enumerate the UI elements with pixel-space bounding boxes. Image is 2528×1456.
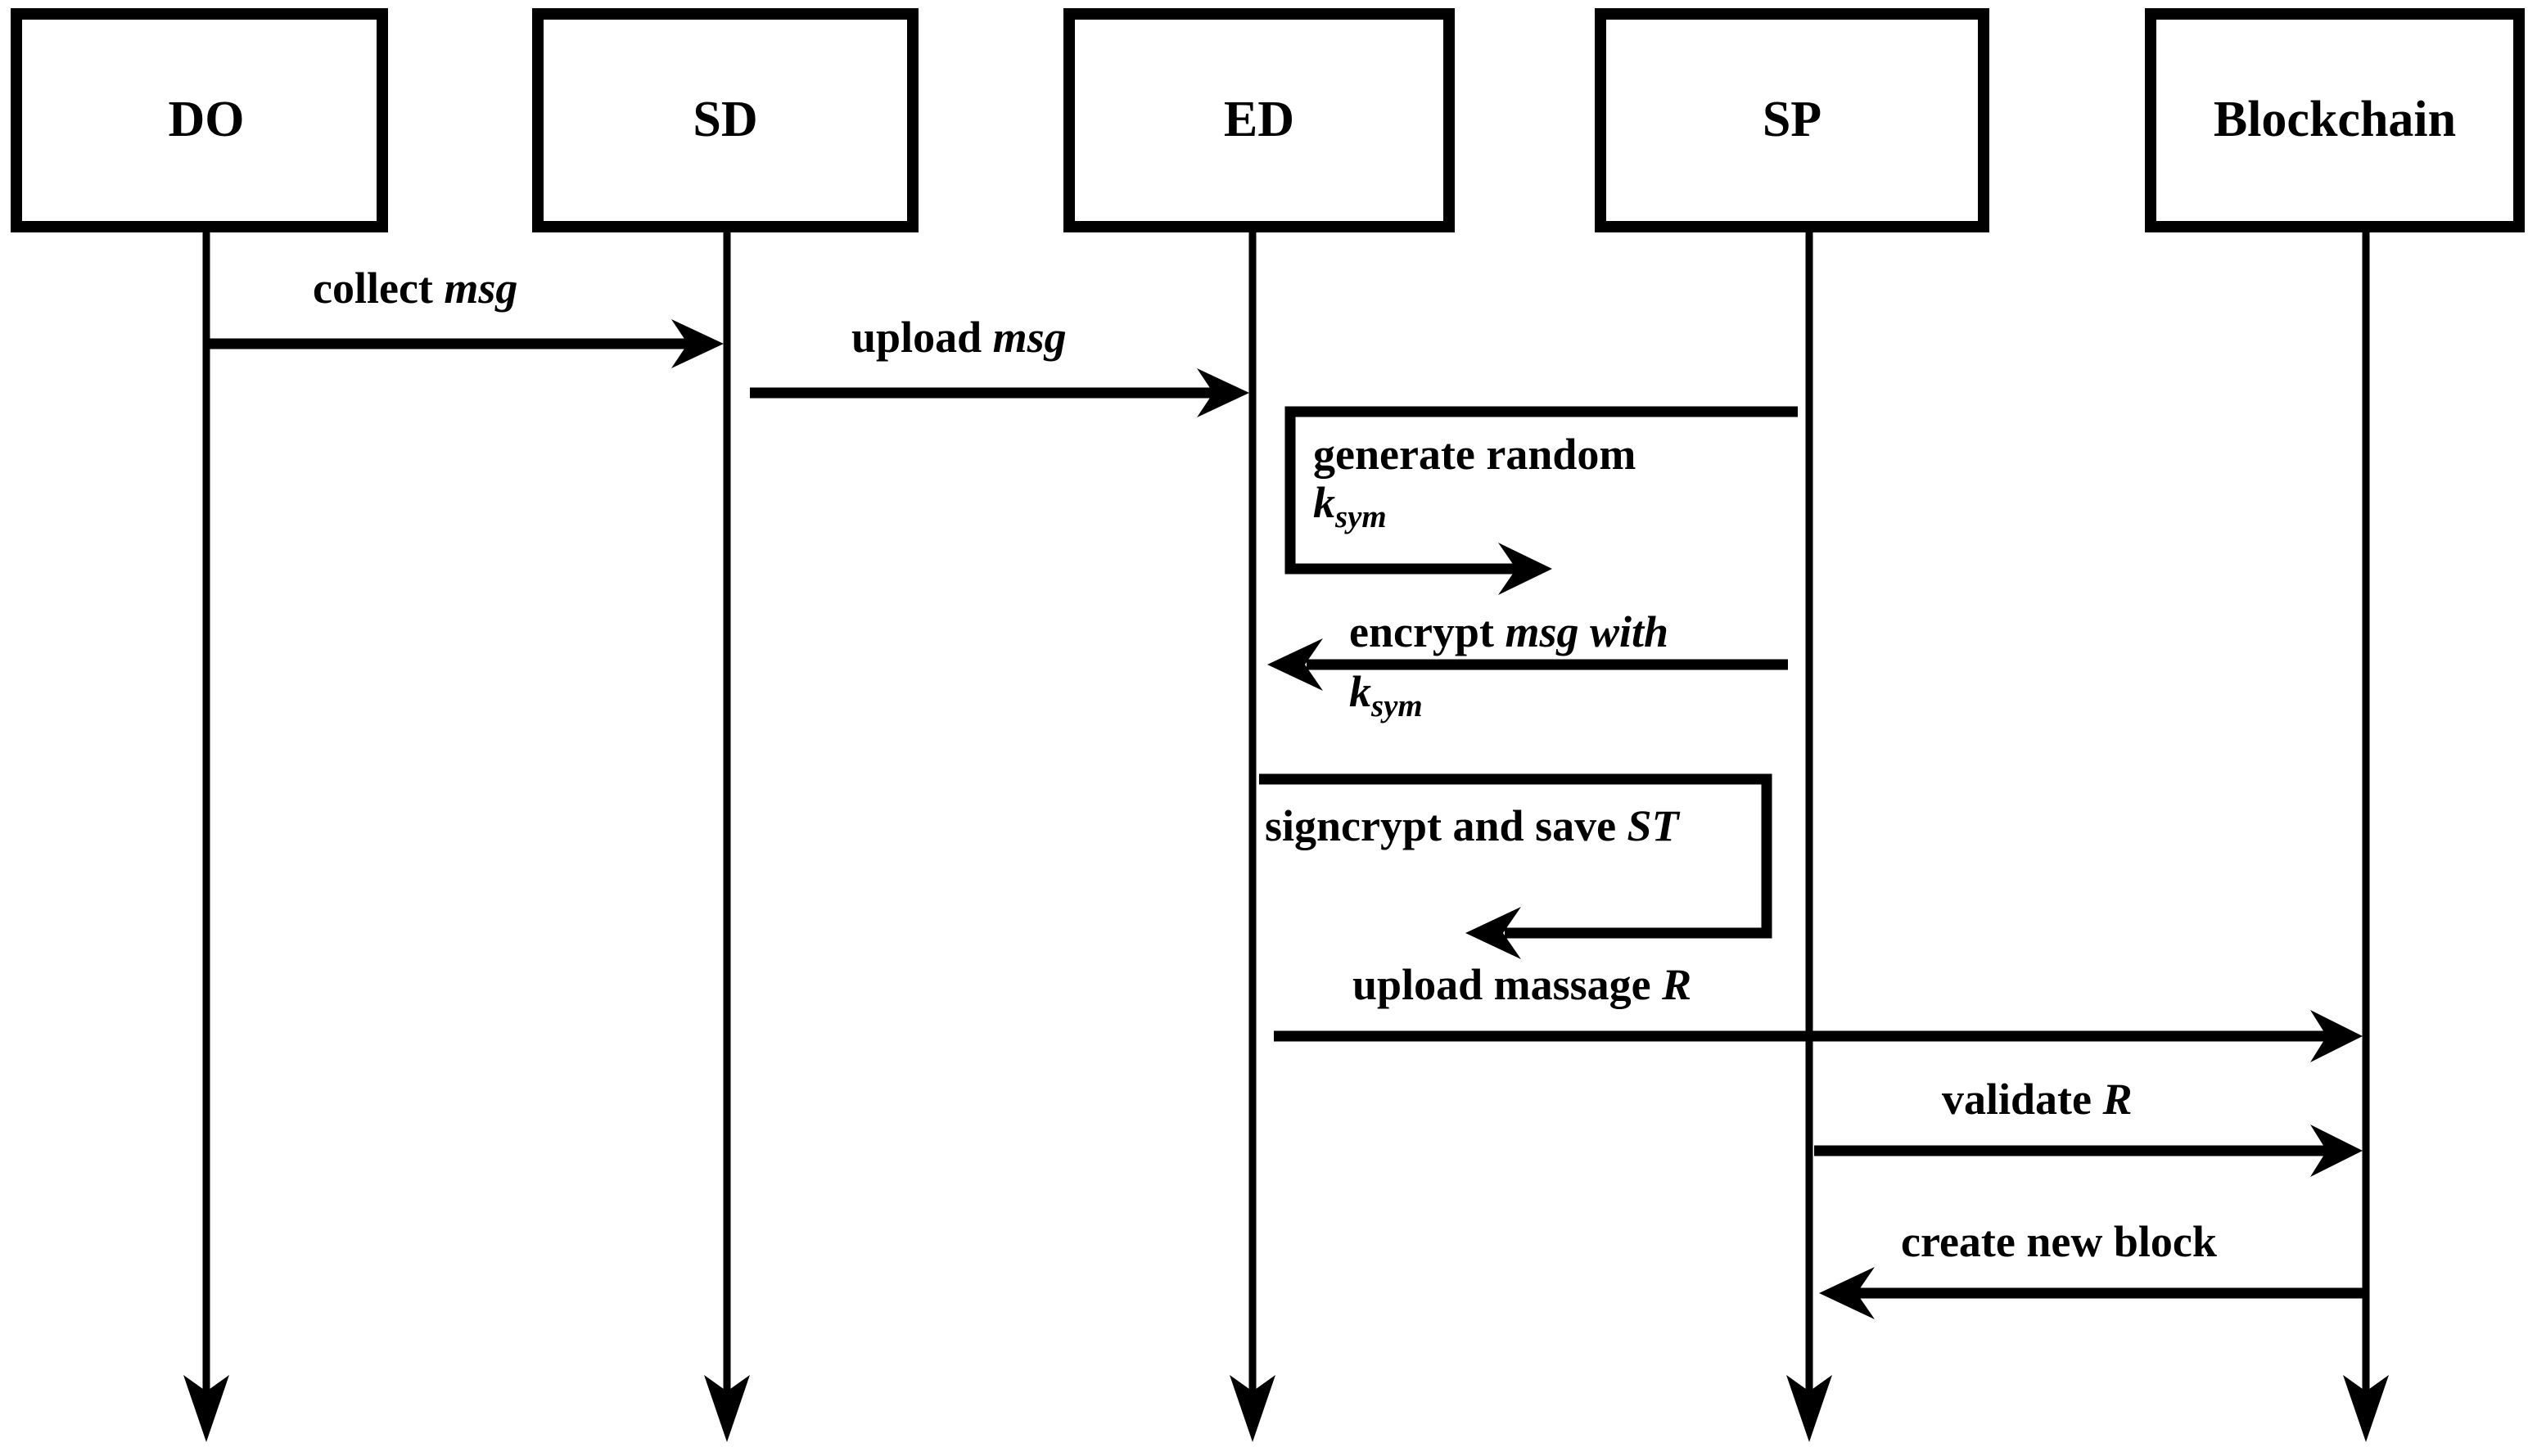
label-part-plain: upload massage	[1352, 960, 1663, 1009]
label-part-plain: signcrypt and save	[1265, 801, 1627, 850]
actor-box-ed[interactable]	[1063, 8, 1455, 232]
actor-boxes-group	[11, 8, 2525, 232]
label-part-italic: k	[1349, 667, 1371, 716]
actor-label-blockchain: Blockchain	[2214, 92, 2456, 147]
label-line-2: ksym	[1313, 478, 1636, 534]
lifeline-sp	[1786, 227, 1832, 1442]
label-part-subscript: sym	[1371, 687, 1423, 723]
message-arrow-upload-massage-r[interactable]	[1274, 1010, 2363, 1062]
label-part-italic: R	[1662, 960, 1692, 1009]
message-arrow-validate-r[interactable]	[1814, 1125, 2363, 1177]
label-part-plain: validate	[1942, 1075, 2103, 1124]
lifeline-sd	[704, 227, 750, 1442]
message-arrow-collect-msg[interactable]	[206, 319, 724, 368]
label-part-italic: msg with	[1505, 607, 1669, 656]
label-part-italic: ST	[1627, 801, 1679, 850]
lifeline-do	[183, 227, 229, 1442]
actor-box-sp[interactable]	[1595, 8, 1989, 232]
label-part-plain: create new block	[1901, 1217, 2217, 1266]
label-line-1: encrypt msg with	[1349, 607, 1669, 656]
actor-labels-group: DO SD ED SP Blockchain	[169, 92, 2457, 147]
lifeline-bc	[2343, 227, 2389, 1442]
actor-box-blockchain[interactable]	[2145, 8, 2525, 232]
label-part-plain: upload	[851, 313, 993, 362]
message-label-encrypt-msg-key: ksym	[1349, 669, 1423, 722]
lifeline-ed	[1230, 227, 1275, 1442]
message-label-signcrypt-save: signcrypt and save ST	[1265, 801, 1679, 850]
label-part-italic: msg	[444, 264, 518, 313]
actor-label-do: DO	[169, 92, 245, 147]
message-label-upload-msg: upload msg	[851, 313, 1067, 362]
message-label-validate-r: validate R	[1942, 1075, 2133, 1124]
label-part-subscript: sym	[1335, 498, 1387, 534]
message-arrow-create-new-block[interactable]	[1819, 1267, 2363, 1319]
label-part-plain: encrypt	[1349, 607, 1506, 656]
label-part-plain: collect	[313, 264, 445, 313]
actor-box-do[interactable]	[11, 8, 388, 232]
messages-group	[206, 319, 2363, 1319]
message-arrow-encrypt-msg[interactable]	[1267, 638, 1788, 691]
actor-label-sd: SD	[693, 92, 757, 147]
message-label-create-new-block: create new block	[1901, 1219, 2217, 1264]
actor-label-sp: SP	[1763, 92, 1822, 147]
message-label-generate-random: generate random ksym	[1313, 430, 1636, 534]
label-part-italic: k	[1313, 478, 1335, 528]
message-self-signcrypt-save[interactable]	[1259, 773, 1772, 959]
message-label-collect-msg: collect msg	[313, 264, 518, 313]
label-part-italic: R	[2102, 1075, 2133, 1124]
message-arrow-upload-msg[interactable]	[750, 368, 1249, 417]
label-part-italic: msg	[992, 313, 1067, 362]
actor-label-ed: ED	[1224, 92, 1294, 147]
label-line-1: generate random	[1313, 430, 1636, 479]
message-label-upload-massage-r: upload massage R	[1352, 962, 1691, 1007]
lifelines-group	[183, 227, 2389, 1442]
actor-box-sd[interactable]	[532, 8, 919, 232]
message-self-generate-random[interactable]	[1284, 406, 1798, 595]
message-label-encrypt-msg: encrypt msg with	[1349, 607, 1669, 656]
